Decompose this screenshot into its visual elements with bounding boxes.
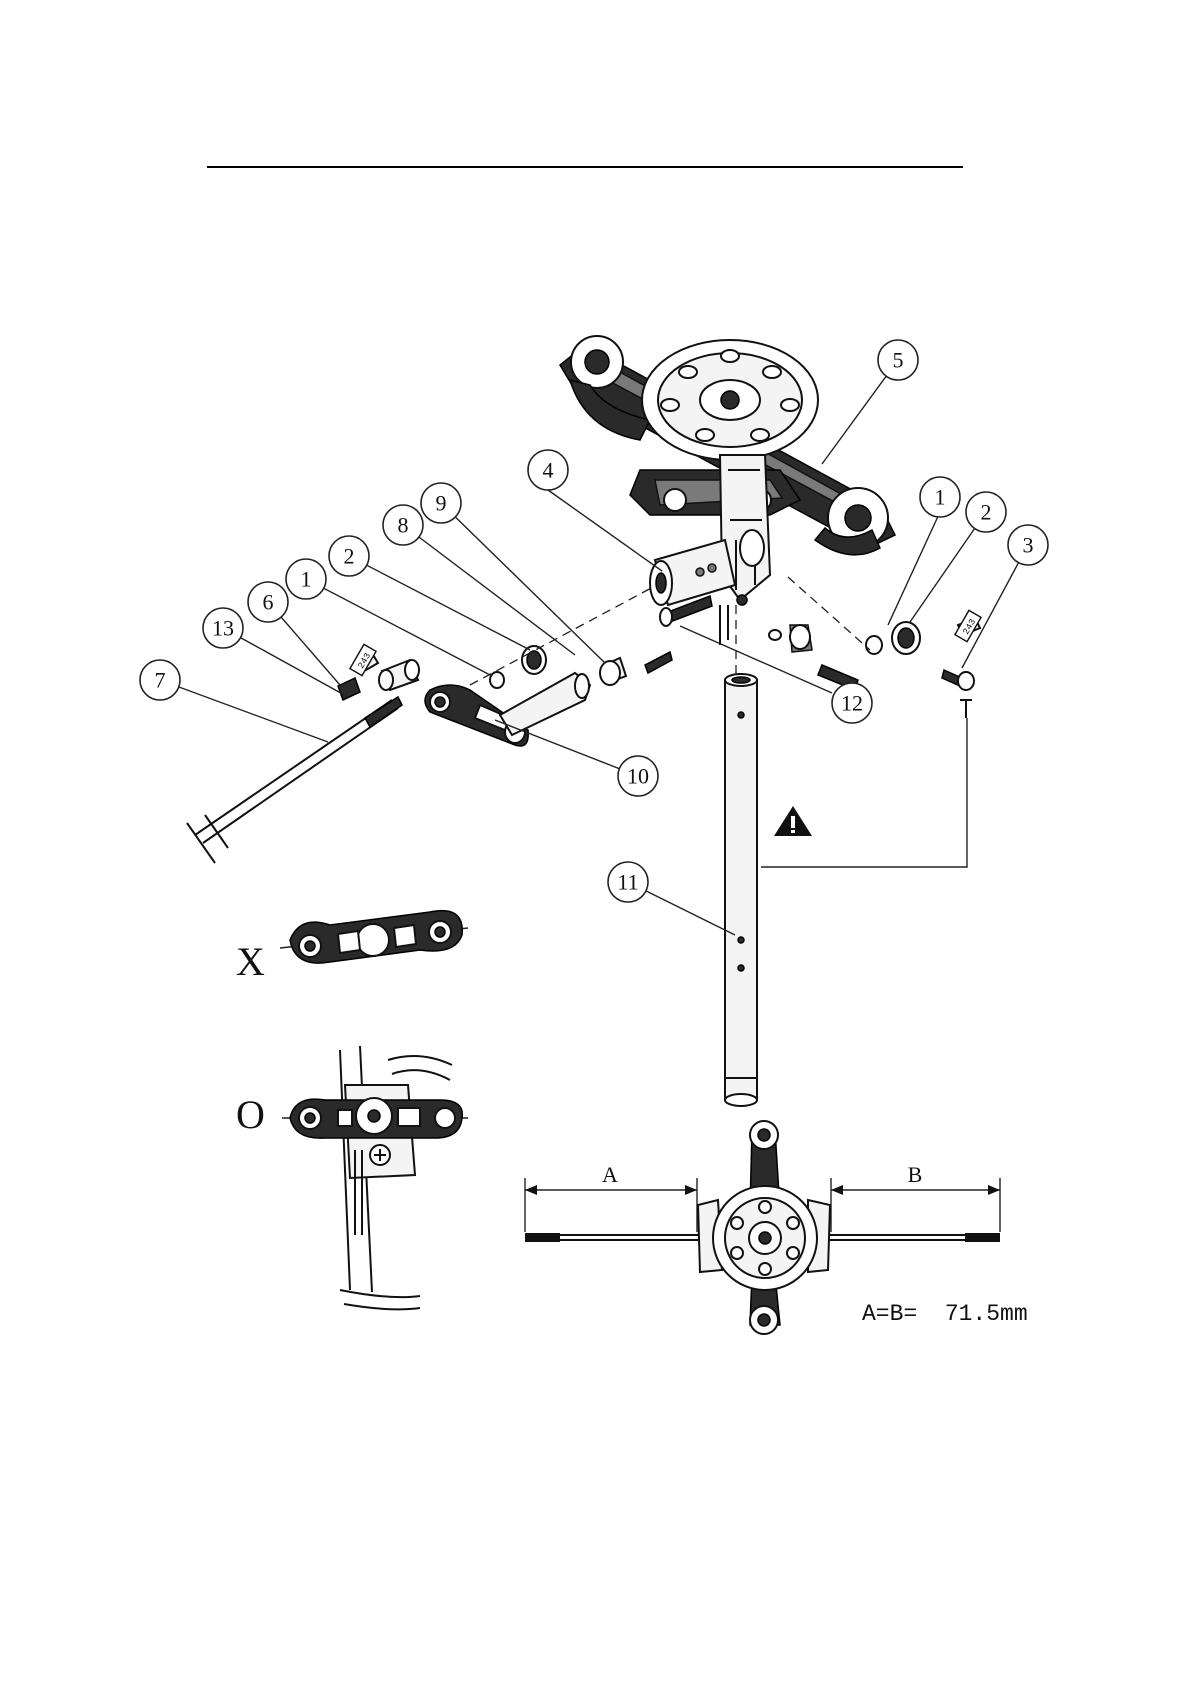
left-hardware xyxy=(187,618,980,863)
svg-text:4: 4 xyxy=(543,458,554,483)
dimension-a-label: A xyxy=(602,1162,618,1187)
dimension-b-label: B xyxy=(908,1162,923,1187)
main-shaft xyxy=(725,674,757,1106)
svg-text:11: 11 xyxy=(617,870,638,895)
callout-11: 11 xyxy=(608,862,648,902)
callout-4: 4 xyxy=(528,450,568,490)
svg-text:10: 10 xyxy=(627,764,649,789)
svg-text:5: 5 xyxy=(893,348,904,373)
callout-2-left: 2 xyxy=(329,536,369,576)
svg-text:12: 12 xyxy=(841,691,863,716)
callout-1-right: 1 xyxy=(920,477,960,517)
svg-text:2: 2 xyxy=(344,544,355,569)
callout-10: 10 xyxy=(618,756,658,796)
warning-note xyxy=(761,700,972,867)
callout-6: 6 xyxy=(248,582,288,622)
callout-8: 8 xyxy=(383,505,423,545)
callout-13: 13 xyxy=(203,608,243,648)
dimension-detail: A B A=B= 71.5mm xyxy=(525,1121,1028,1334)
correct-orientation-detail: O xyxy=(236,1046,468,1309)
svg-text:13: 13 xyxy=(212,616,234,641)
callout-9: 9 xyxy=(421,483,461,523)
callout-3: 3 xyxy=(1008,525,1048,565)
correct-mark: O xyxy=(236,1092,265,1137)
svg-text:6: 6 xyxy=(263,590,274,615)
svg-text:8: 8 xyxy=(398,513,409,538)
callout-5: 5 xyxy=(878,340,918,380)
callout-7: 7 xyxy=(140,660,180,700)
svg-text:2: 2 xyxy=(981,500,992,525)
wrong-orientation-detail: X xyxy=(236,911,468,984)
callout-1-left: 1 xyxy=(286,559,326,599)
dimension-spec: A=B= 71.5mm xyxy=(862,1301,1028,1327)
wrong-mark: X xyxy=(236,939,265,984)
callout-2-right: 2 xyxy=(966,492,1006,532)
svg-text:3: 3 xyxy=(1023,533,1034,558)
svg-text:7: 7 xyxy=(155,668,166,693)
svg-text:1: 1 xyxy=(935,485,946,510)
callout-12: 12 xyxy=(832,683,872,723)
rotor-head-assembly xyxy=(560,336,895,690)
svg-text:9: 9 xyxy=(436,491,447,516)
svg-text:1: 1 xyxy=(301,567,312,592)
